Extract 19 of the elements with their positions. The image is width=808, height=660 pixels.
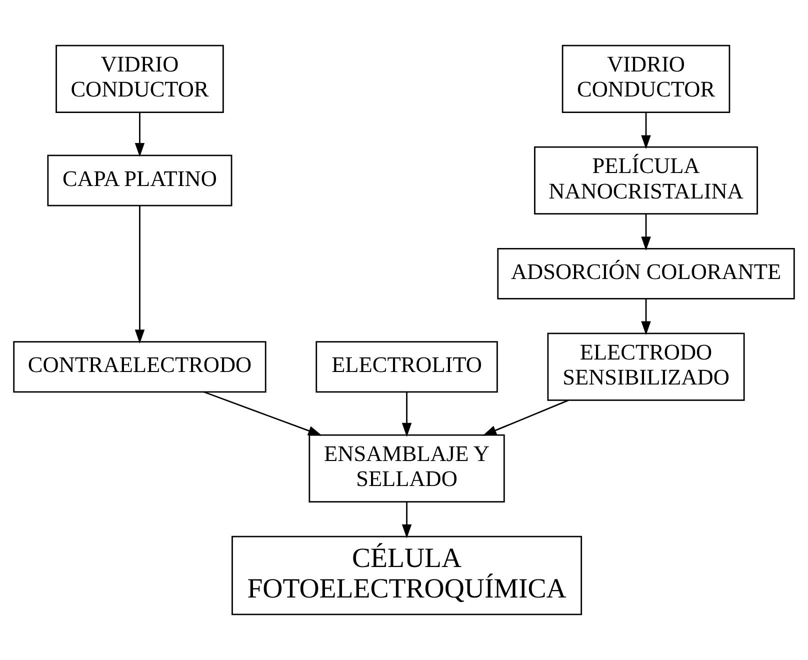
node-box: ELECTRODO SENSIBILIZADO — [547, 332, 745, 401]
arrow — [134, 206, 145, 344]
node-box: CONTRAELECTRODO — [13, 341, 266, 393]
arrow — [402, 502, 412, 538]
arrow — [482, 400, 569, 436]
node-box: CAPA PLATINO — [47, 154, 232, 206]
node-box: ADSORCIÓN COLORANTE — [497, 248, 795, 300]
node-box: CÉLULA FOTOELECTROQUÍMICA — [232, 536, 582, 616]
arrow — [641, 214, 651, 251]
node-box: VIDRIO CONDUCTOR — [562, 44, 730, 114]
node-box: ELECTROLITO — [316, 341, 498, 393]
arrow — [641, 112, 651, 150]
arrow — [203, 391, 322, 436]
node-box: VIDRIO CONDUCTOR — [56, 44, 224, 114]
arrow — [402, 392, 412, 437]
node-box: ENSAMBLAJE Y SELLADO — [308, 434, 505, 502]
arrow — [641, 298, 651, 336]
arrow — [134, 112, 145, 157]
node-box: PELÍCULA NANOCRISTALINA — [534, 146, 758, 215]
